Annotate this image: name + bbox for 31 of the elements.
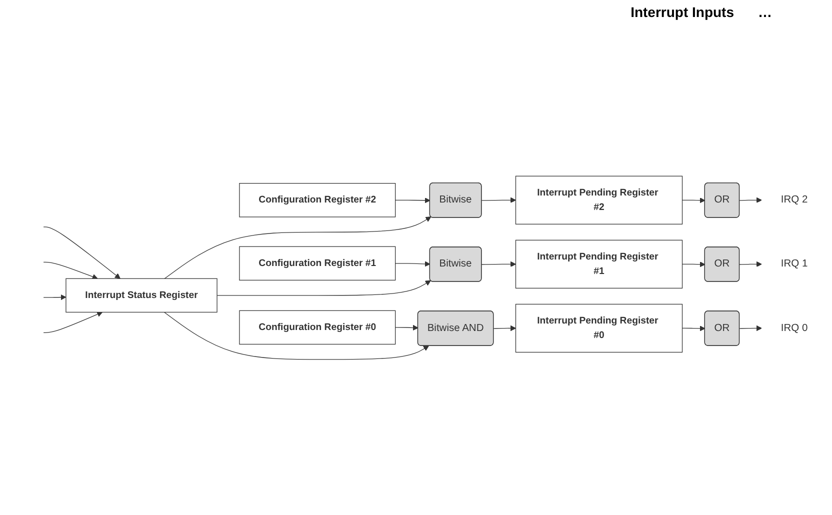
arrow (739, 261, 762, 267)
note-text: Interrupt Inputs (630, 4, 734, 20)
node-box: Interrupt Pending Register #1 (515, 240, 683, 288)
node-box: Interrupt Pending Register #0 (515, 304, 683, 352)
node-box: Configuration Register #2 (239, 182, 396, 217)
node-box: Configuration Register #0 (239, 310, 396, 344)
arrow (682, 197, 706, 203)
arrow (43, 294, 66, 300)
arrow (493, 325, 516, 331)
arrow (164, 216, 432, 279)
arrow (216, 280, 431, 296)
arrow (43, 262, 98, 280)
arrow (164, 312, 429, 360)
arrow (481, 261, 516, 267)
node-box: Configuration Register #1 (239, 246, 396, 280)
node-box: Interrupt Status Register (66, 278, 218, 312)
node-text: IRQ 1 (780, 258, 808, 270)
arrow (682, 261, 706, 267)
arrow (395, 197, 430, 203)
arrow (481, 197, 516, 203)
node-text: IRQ 0 (780, 322, 808, 334)
arrow (43, 226, 120, 279)
arrow (395, 260, 430, 266)
arrow (682, 325, 706, 331)
arrow (739, 197, 762, 203)
node-box: Interrupt Pending Register #2 (515, 176, 683, 224)
arrow (739, 325, 762, 331)
note-text: … (758, 4, 772, 20)
arrow (43, 311, 103, 333)
node-text: IRQ 2 (780, 194, 808, 205)
arrow (395, 324, 418, 330)
